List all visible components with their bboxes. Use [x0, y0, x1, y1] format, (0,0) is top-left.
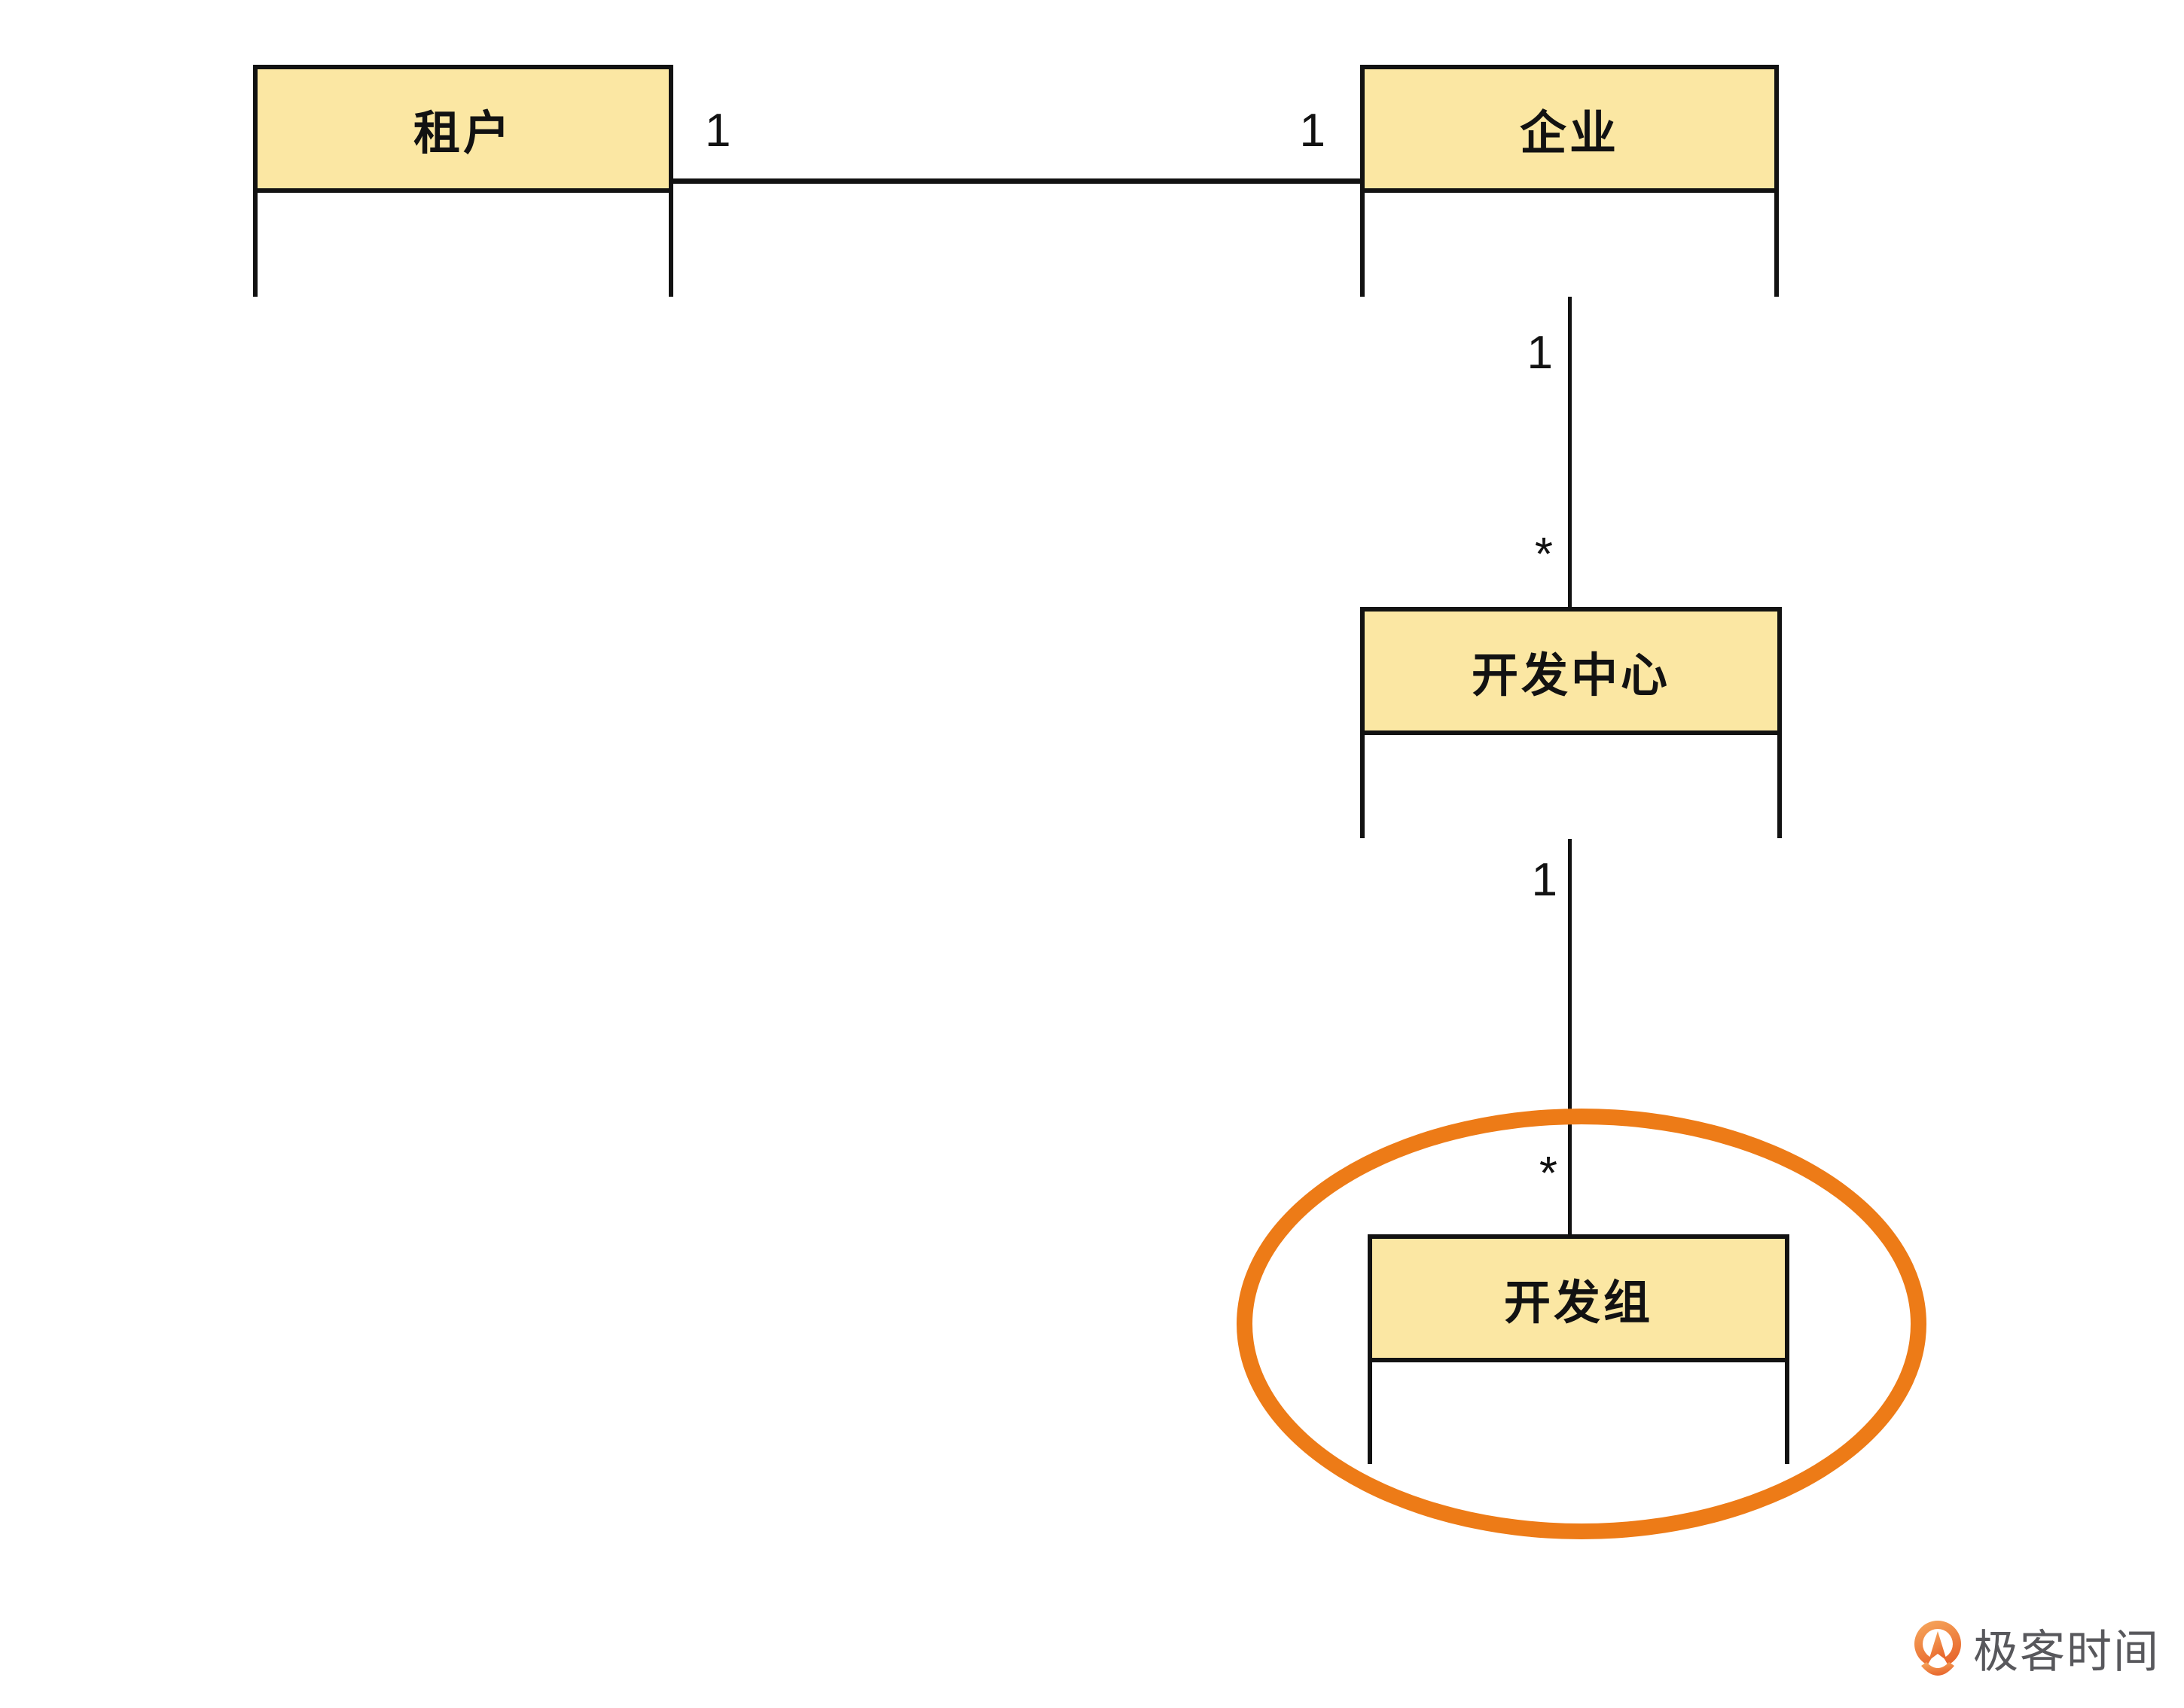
multiplicity-label-devcenter-top: * [1534, 529, 1553, 581]
geektime-pin-icon [1914, 1621, 1961, 1676]
entity-dev-center-attributes [1365, 735, 1777, 839]
connector-enterprise-devcenter [1568, 295, 1572, 608]
entity-enterprise: 企业 [1360, 65, 1779, 297]
entity-dev-group: 开发组 [1368, 1234, 1789, 1466]
entity-enterprise-title: 企业 [1365, 69, 1774, 193]
connector-tenant-enterprise [673, 178, 1360, 184]
entity-tenant-title: 租户 [258, 69, 669, 193]
entity-tenant-attributes [258, 193, 669, 297]
entity-dev-center: 开发中心 [1360, 607, 1782, 839]
entity-dev-center-title: 开发中心 [1365, 612, 1777, 735]
geektime-logo-text: 极客时间 [1973, 1627, 2160, 1677]
geektime-logo: 极客时间 [1913, 1619, 2160, 1685]
connector-devcenter-devgroup [1568, 837, 1572, 1236]
multiplicity-label-enterprise-side: 1 [1299, 105, 1325, 157]
entity-dev-group-title: 开发组 [1372, 1239, 1785, 1362]
entity-tenant: 租户 [253, 65, 673, 297]
multiplicity-label-enterprise-bottom: 1 [1527, 327, 1553, 379]
entity-enterprise-attributes [1365, 193, 1774, 297]
entity-dev-group-attributes [1372, 1362, 1785, 1466]
multiplicity-label-tenant-side: 1 [705, 105, 731, 157]
multiplicity-label-devcenter-bottom: 1 [1531, 854, 1557, 906]
